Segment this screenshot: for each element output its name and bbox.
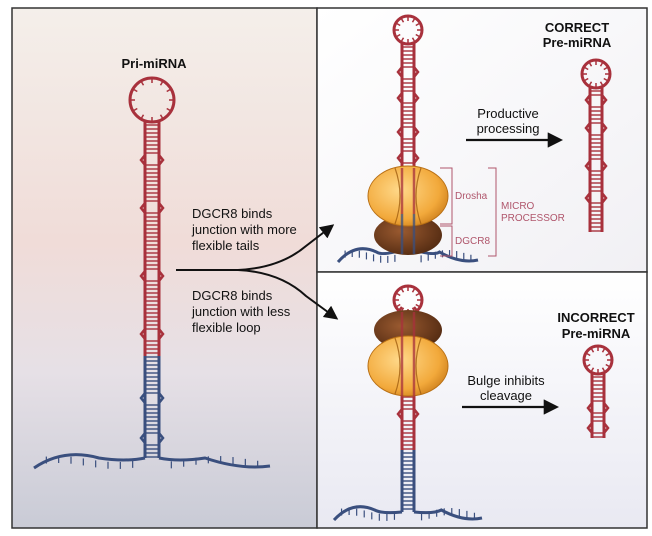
lower-branch-label-line2: junction with less [191, 304, 291, 319]
microprocessor-label-line1: MICRO [501, 201, 535, 212]
pri-mirna-title: Pri-miRNA [121, 56, 187, 71]
lower-branch-label-line1: DGCR8 binds [192, 288, 273, 303]
productive-processing-label-line2: processing [477, 121, 540, 136]
left-panel [12, 8, 317, 528]
correct-label: CORRECT [545, 20, 609, 35]
incorrect-pre-mirna-label: Pre-miRNA [562, 326, 631, 341]
upper-branch-label-line3: flexible tails [192, 238, 260, 253]
drosha-protein-top [368, 166, 448, 226]
bulge-inhibits-label-line1: Bulge inhibits [467, 373, 545, 388]
upper-branch-label-line1: DGCR8 binds [192, 206, 273, 221]
bulge-inhibits-label-line2: cleavage [480, 388, 532, 403]
microprocessor-label-line2: PROCESSOR [501, 213, 565, 224]
productive-processing-label-line1: Productive [477, 106, 538, 121]
upper-branch-label-line2: junction with more [191, 222, 297, 237]
drosha-label: Drosha [455, 191, 488, 202]
incorrect-label: INCORRECT [557, 310, 634, 325]
lower-branch-label-line3: flexible loop [192, 320, 261, 335]
correct-pre-mirna-label: Pre-miRNA [543, 35, 612, 50]
dgcr8-label: DGCR8 [455, 236, 490, 247]
microprocessor-complex-top [368, 166, 448, 255]
microprocessor-complex-bottom [368, 310, 448, 396]
drosha-protein-bottom [368, 336, 448, 396]
